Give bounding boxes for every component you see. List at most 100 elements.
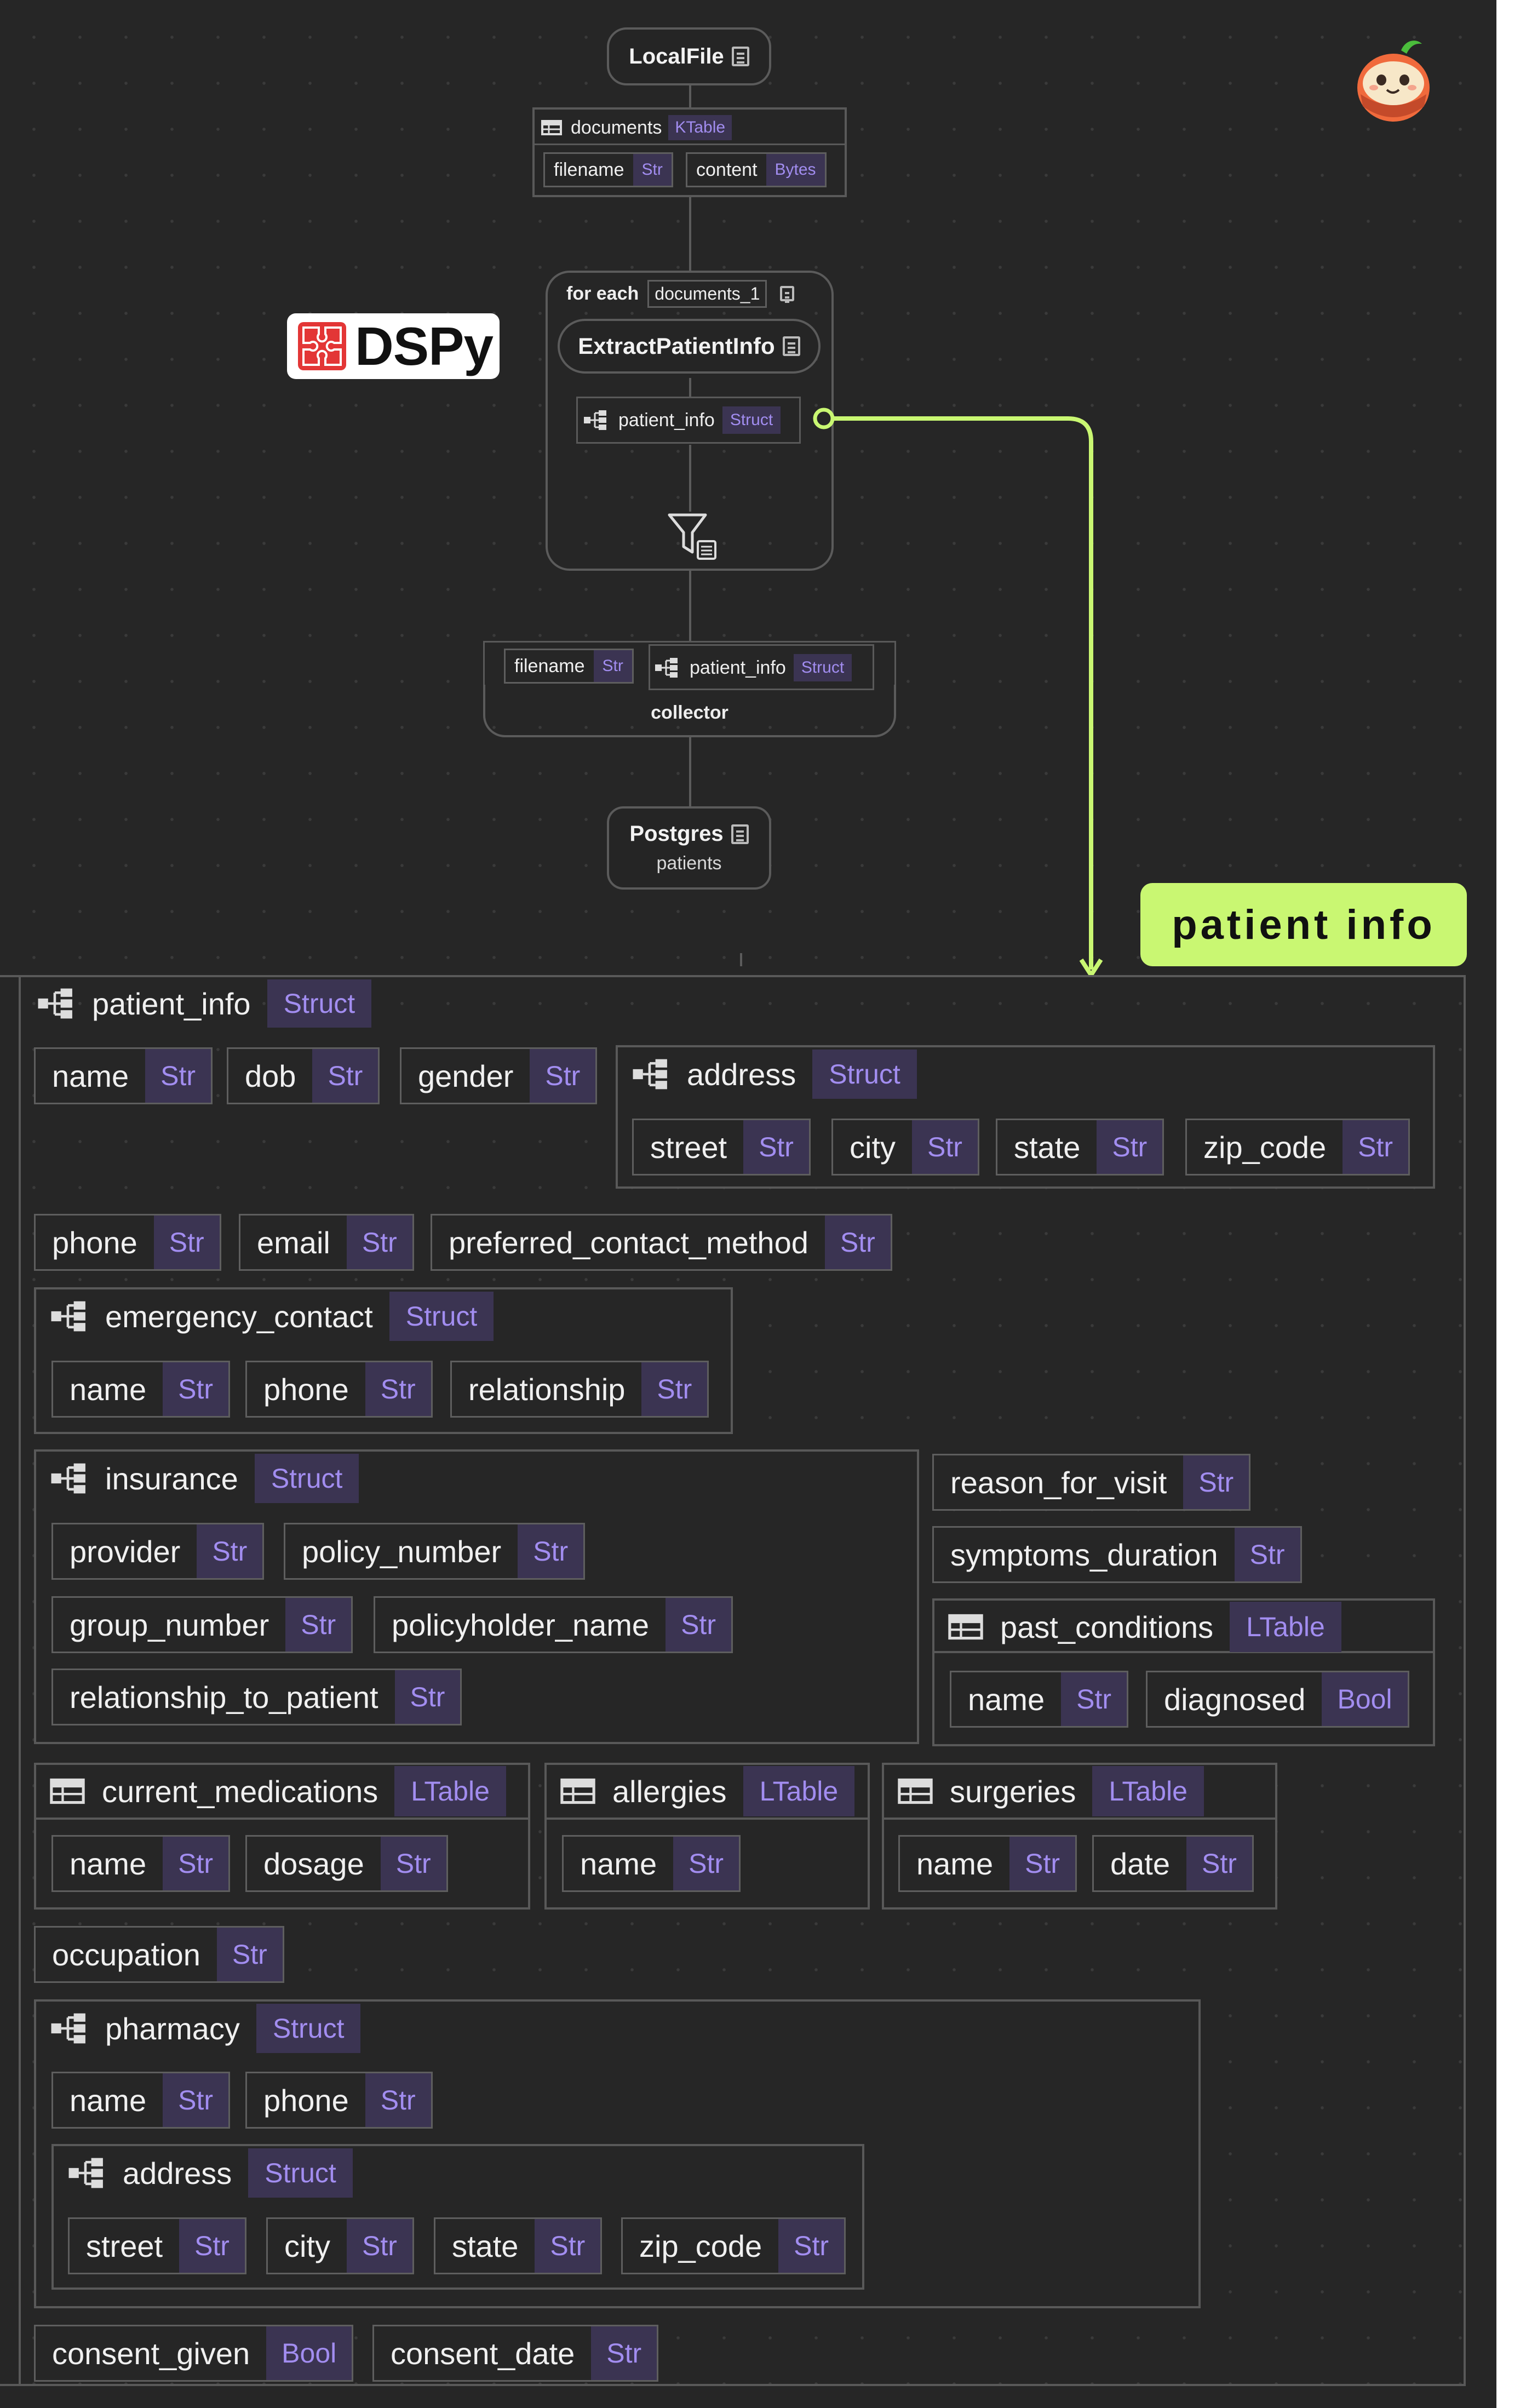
foreach-value[interactable]: documents_1 <box>647 279 767 308</box>
struct-icon <box>38 988 72 1019</box>
extract-label: ExtractPatientInfo <box>578 333 775 359</box>
puzzle-icon <box>298 322 346 370</box>
foreach-label: for each <box>566 283 639 304</box>
documents-type: KTable <box>668 115 732 140</box>
edge-line <box>689 85 691 111</box>
documents-header: documents KTable <box>541 114 732 141</box>
schema-left-edge <box>19 975 21 2386</box>
document-icon <box>780 286 795 301</box>
table-icon <box>898 1778 933 1804</box>
edge-line <box>689 378 691 412</box>
output-name: patient_info <box>618 409 715 431</box>
dspy-logo: DSPy <box>287 313 500 379</box>
struct-icon <box>68 2158 103 2188</box>
edge-line <box>689 445 691 512</box>
root-type: Struct <box>267 979 372 1028</box>
documents-name: documents <box>571 117 662 138</box>
dspy-text: DSPy <box>355 316 494 376</box>
postgres-node[interactable]: Postgres patients <box>607 806 771 890</box>
struct-icon <box>51 1301 85 1332</box>
table-icon <box>50 1778 85 1804</box>
postgres-sublabel: patients <box>656 853 722 874</box>
patient-info-output[interactable]: patient_info Struct <box>576 397 801 444</box>
patient-info-schema <box>0 975 1466 2386</box>
mascot-icon <box>1357 41 1430 122</box>
filter-icon[interactable] <box>667 512 719 561</box>
document-icon <box>782 336 800 356</box>
extract-node[interactable]: ExtractPatientInfo <box>558 319 821 374</box>
struct-icon <box>633 1059 667 1090</box>
table-icon <box>948 1614 983 1640</box>
edge-line <box>689 570 691 641</box>
output-type: Struct <box>722 406 781 434</box>
struct-icon <box>51 2013 85 2044</box>
edge-line <box>689 736 691 806</box>
root-name: patient_info <box>92 986 251 1021</box>
table-icon <box>560 1778 595 1804</box>
postgres-label: Postgres <box>629 822 724 846</box>
collector-node[interactable] <box>483 641 896 737</box>
document-icon <box>731 824 749 844</box>
struct-icon <box>584 410 606 430</box>
foreach-header: for each documents_1 <box>566 279 795 308</box>
edge-line <box>740 953 742 966</box>
localfile-label: LocalFile <box>629 44 724 68</box>
localfile-node[interactable]: LocalFile <box>607 27 771 85</box>
table-icon <box>541 120 562 135</box>
collector-field-patient-info: patient_info Struct <box>649 644 874 690</box>
collector-label: collector <box>651 702 728 723</box>
schema-root-header: patient_info Struct <box>27 979 372 1028</box>
connector-arrow <box>813 408 1103 977</box>
struct-icon <box>655 658 678 678</box>
struct-icon <box>51 1463 85 1494</box>
